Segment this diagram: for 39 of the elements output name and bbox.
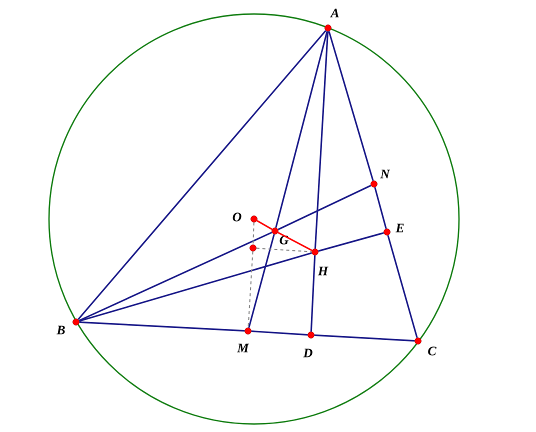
node-label: H bbox=[318, 266, 328, 276]
line-segment bbox=[374, 187, 387, 229]
point: H bbox=[312, 248, 328, 276]
point: M bbox=[237, 328, 252, 352]
dashed-line bbox=[256, 248, 312, 252]
node-label: D bbox=[303, 348, 312, 358]
line-segment bbox=[310, 255, 316, 332]
line-segment bbox=[387, 235, 418, 338]
line-segment bbox=[248, 234, 275, 328]
node-label: C bbox=[428, 346, 436, 356]
line-segment bbox=[278, 184, 372, 230]
line-segment bbox=[78, 232, 272, 322]
dashed-line bbox=[248, 251, 254, 328]
node-label: A bbox=[330, 8, 339, 18]
point: A bbox=[324, 8, 339, 32]
node-label: E bbox=[396, 224, 404, 232]
point: C bbox=[414, 338, 436, 356]
node-label: O bbox=[232, 212, 242, 222]
line-segment bbox=[314, 334, 415, 342]
point: E bbox=[384, 224, 404, 236]
dashed-line bbox=[252, 222, 254, 245]
point bbox=[250, 244, 256, 252]
node-label: B bbox=[56, 326, 65, 334]
line-segment bbox=[256, 220, 272, 230]
point: O bbox=[232, 212, 258, 222]
point: D bbox=[303, 332, 314, 358]
line-segment bbox=[251, 330, 308, 336]
node-label: M bbox=[237, 344, 250, 352]
line-segment bbox=[79, 252, 312, 322]
line-segment bbox=[79, 321, 245, 332]
line-segment bbox=[275, 31, 328, 228]
line-segment bbox=[278, 232, 312, 252]
line-segment bbox=[78, 30, 326, 320]
line-segment bbox=[328, 31, 374, 181]
node-label: N bbox=[380, 170, 390, 178]
line-segment bbox=[314, 31, 329, 249]
line-segment bbox=[318, 232, 384, 252]
point: N bbox=[370, 170, 390, 188]
point: B bbox=[56, 318, 80, 334]
